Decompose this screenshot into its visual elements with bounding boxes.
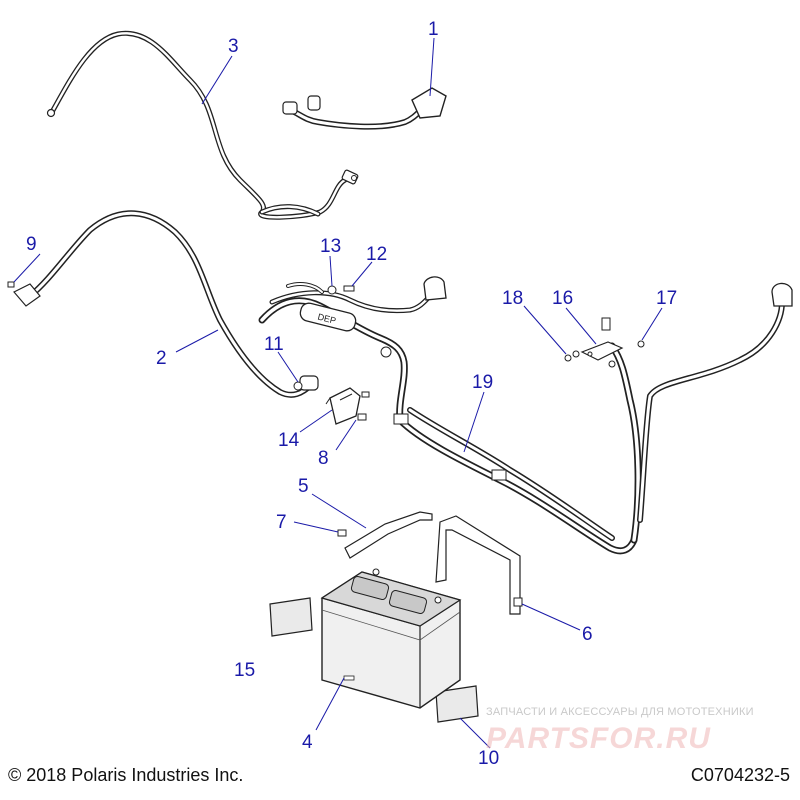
watermark-logo: PARTSFOR.RU: [486, 722, 711, 755]
callout-10: 10: [478, 748, 499, 769]
fastener-8: [357, 391, 370, 421]
pad-15: [269, 597, 313, 637]
cable-2: [13, 210, 319, 398]
callout-14: 14: [278, 430, 300, 451]
relay-14: [325, 387, 361, 425]
watermark-tagline: ЗАПЧАСТИ И АКСЕССУАРЫ ДЛЯ МОТОТЕХНИКИ: [486, 706, 754, 718]
callout-19: 19: [472, 372, 493, 393]
callout-3: 3: [228, 36, 239, 57]
callout-9: 9: [26, 234, 37, 255]
cable-1: [282, 87, 447, 130]
fastener-9: [7, 281, 15, 288]
pad-10: [435, 685, 479, 723]
fastener-12: [343, 285, 355, 292]
nut-18: [564, 350, 580, 362]
callout-18: 18: [502, 288, 523, 309]
bolt-7: [337, 529, 347, 537]
bracket-16: [580, 317, 624, 361]
leader-lines: [13, 37, 663, 749]
drawing-number: C0704232-5: [690, 765, 790, 785]
callout-17: 17: [656, 288, 677, 309]
copyright-text: © 2018 Polaris Industries Inc.: [8, 765, 244, 785]
callout-8: 8: [318, 448, 329, 469]
svg-text:DEP: DEP: [317, 312, 337, 326]
cable-3: [46, 30, 359, 220]
fastener-11: [293, 381, 303, 391]
callout-12: 12: [366, 244, 387, 265]
callout-1: 1: [428, 19, 439, 40]
callout-13: 13: [320, 236, 341, 257]
callout-16: 16: [552, 288, 573, 309]
wiring-harness-center: DEP: [258, 276, 447, 424]
battery-4: [320, 568, 462, 709]
callout-15: 15: [234, 660, 255, 681]
callout-labels: 1 2 3 4 5 6 7 8 9 10 11 12 13 14 15 16 1…: [26, 19, 677, 769]
cable-19: [393, 407, 638, 555]
callout-11: 11: [264, 334, 284, 355]
callout-5: 5: [298, 476, 309, 497]
screw-17: [608, 340, 645, 368]
callout-4: 4: [302, 732, 313, 753]
hold-down-bracket-5: [344, 511, 433, 559]
cable-right-bundle: [608, 282, 793, 544]
callout-2: 2: [156, 348, 167, 369]
fastener-13: [327, 285, 337, 295]
callout-7: 7: [276, 512, 287, 533]
strap-6: [435, 515, 523, 615]
callout-6: 6: [582, 624, 593, 645]
svg-text:PARTSFOR.RU: PARTSFOR.RU: [486, 722, 711, 755]
